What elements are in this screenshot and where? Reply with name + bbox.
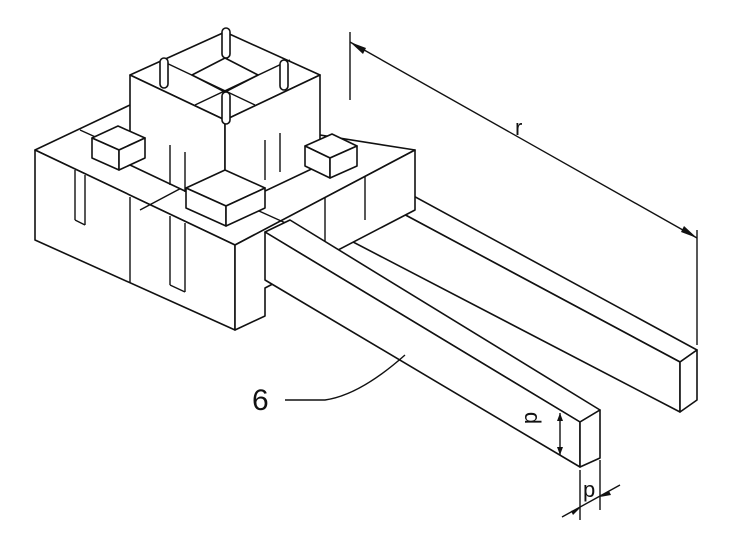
upper-block bbox=[129, 31, 321, 211]
part-number-label: 6 bbox=[252, 384, 269, 417]
part-6-leader bbox=[285, 354, 406, 401]
dimension-r-label: r bbox=[515, 115, 522, 140]
dimension-p bbox=[561, 460, 621, 520]
rear-rod bbox=[329, 167, 698, 413]
dimension-q-label: q bbox=[517, 412, 542, 424]
front-rod bbox=[264, 219, 601, 468]
dimension-q bbox=[557, 413, 563, 455]
dimension-r bbox=[349, 32, 698, 345]
dimension-p-label: p bbox=[583, 477, 595, 502]
pads bbox=[91, 125, 358, 227]
pins bbox=[159, 27, 289, 125]
